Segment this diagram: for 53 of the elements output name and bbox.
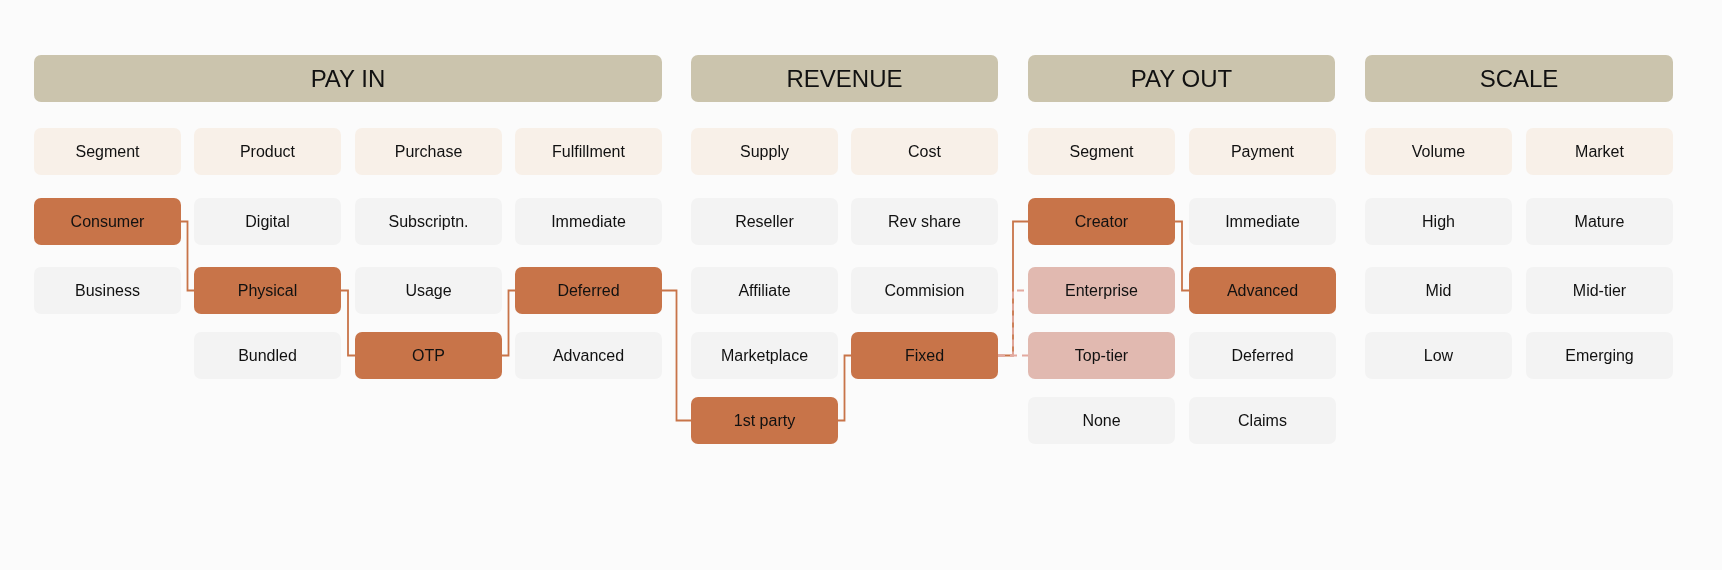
connector — [340, 289, 356, 357]
column-header: Fulfillment — [515, 128, 662, 175]
column-header: Segment — [1028, 128, 1175, 175]
section-header: PAY IN — [34, 55, 662, 102]
option-box: High — [1365, 198, 1512, 245]
faded-option-box: Top-tier — [1028, 332, 1175, 379]
selected-option-box: Consumer — [34, 198, 181, 245]
selected-option-box: Fixed — [851, 332, 998, 379]
column-header: Volume — [1365, 128, 1512, 175]
option-box: Immediate — [515, 198, 662, 245]
option-box: Claims — [1189, 397, 1336, 444]
connector — [661, 289, 692, 422]
selected-option-box: Physical — [194, 267, 341, 314]
column-header: Segment — [34, 128, 181, 175]
selected-option-box: 1st party — [691, 397, 838, 444]
column-header: Cost — [851, 128, 998, 175]
option-box: Subscriptn. — [355, 198, 502, 245]
section-header: REVENUE — [691, 55, 998, 102]
connector — [501, 289, 516, 357]
option-box: Commision — [851, 267, 998, 314]
option-box: Reseller — [691, 198, 838, 245]
section-header: PAY OUT — [1028, 55, 1335, 102]
option-box: Affiliate — [691, 267, 838, 314]
option-box: Immediate — [1189, 198, 1336, 245]
column-header: Market — [1526, 128, 1673, 175]
dashed-connector — [997, 354, 1029, 357]
option-box: Low — [1365, 332, 1512, 379]
option-box: Mid-tier — [1526, 267, 1673, 314]
column-header: Payment — [1189, 128, 1336, 175]
option-box: Rev share — [851, 198, 998, 245]
column-header: Supply — [691, 128, 838, 175]
connector — [1174, 220, 1190, 292]
option-box: Marketplace — [691, 332, 838, 379]
option-box: None — [1028, 397, 1175, 444]
option-box: Deferred — [1189, 332, 1336, 379]
selected-option-box: Advanced — [1189, 267, 1336, 314]
selected-option-box: Creator — [1028, 198, 1175, 245]
option-box: Advanced — [515, 332, 662, 379]
option-box: Mature — [1526, 198, 1673, 245]
option-box: Business — [34, 267, 181, 314]
option-box: Bundled — [194, 332, 341, 379]
option-box: Usage — [355, 267, 502, 314]
option-box: Digital — [194, 198, 341, 245]
option-box: Mid — [1365, 267, 1512, 314]
column-header: Purchase — [355, 128, 502, 175]
section-header: SCALE — [1365, 55, 1673, 102]
connector — [837, 354, 852, 422]
faded-option-box: Enterprise — [1028, 267, 1175, 314]
selected-option-box: Deferred — [515, 267, 662, 314]
option-box: Emerging — [1526, 332, 1673, 379]
selected-option-box: OTP — [355, 332, 502, 379]
column-header: Product — [194, 128, 341, 175]
connector — [180, 220, 195, 292]
